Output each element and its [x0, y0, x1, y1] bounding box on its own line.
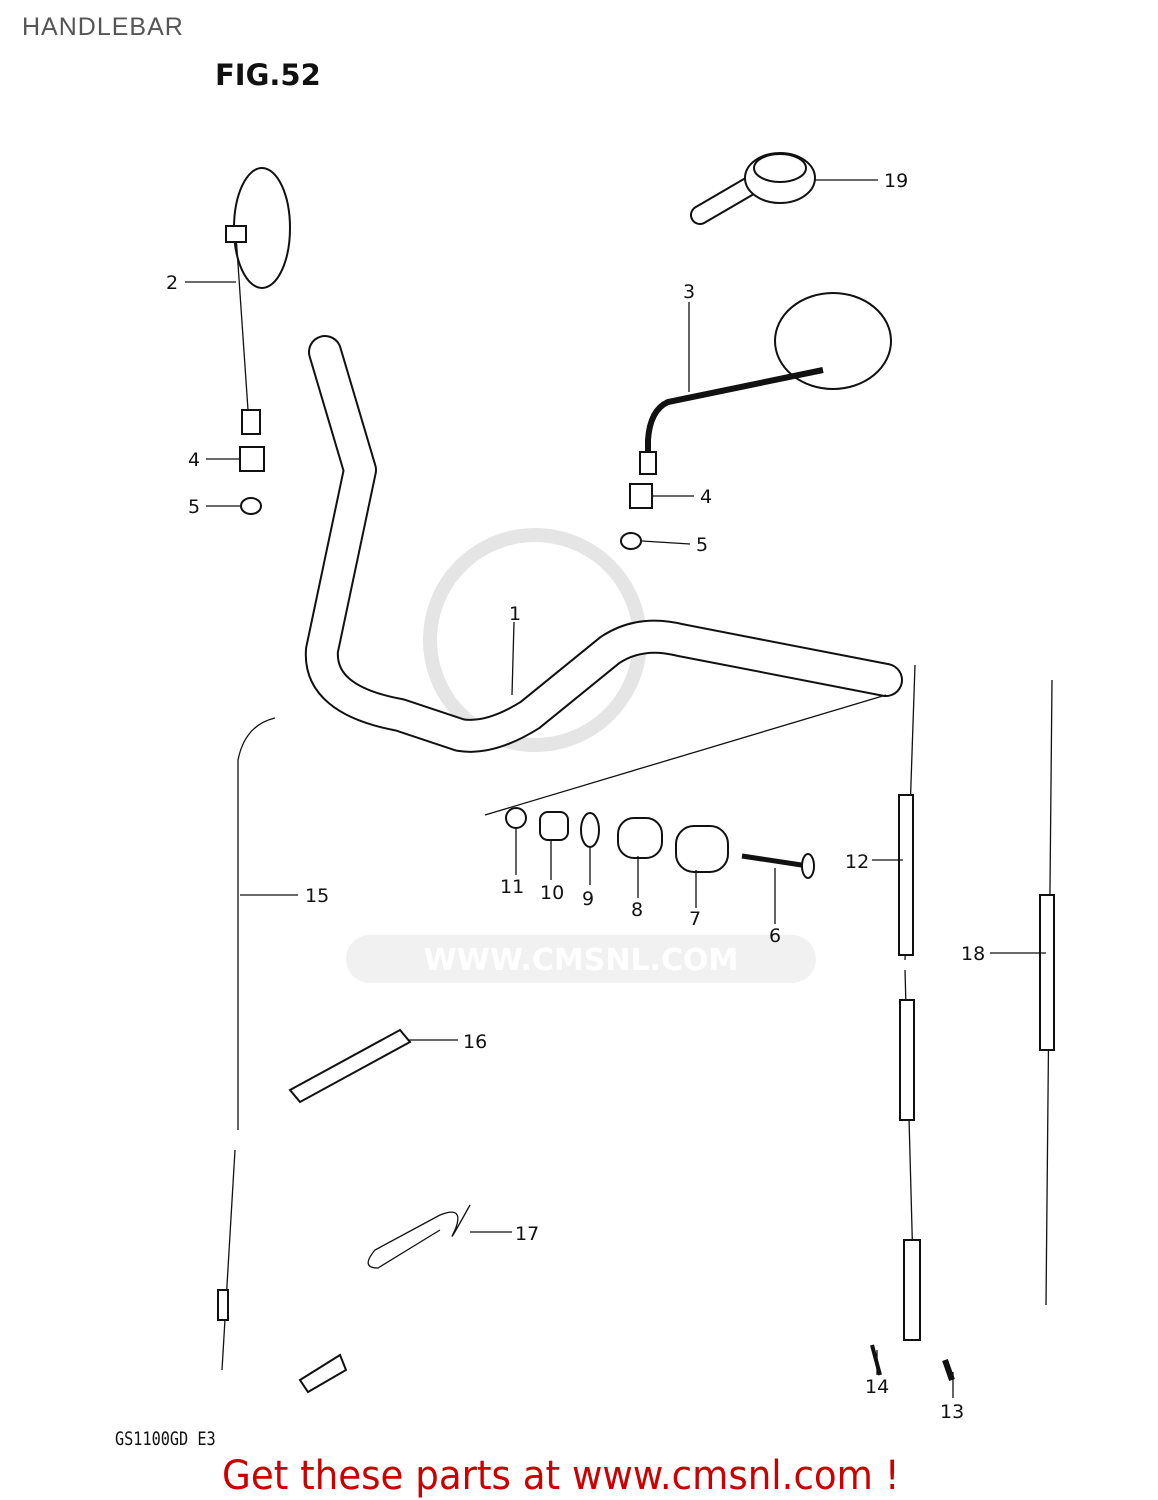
part-throttle-cable	[217, 717, 276, 1371]
callout-12: 12	[845, 851, 869, 873]
callout-15: 15	[305, 885, 329, 907]
callout-5-left: 5	[188, 496, 200, 518]
part-mirror-left	[225, 167, 291, 515]
part-mirror-right	[620, 292, 892, 550]
promo-link[interactable]: Get these parts at www.cmsnl.com !	[222, 1453, 900, 1499]
callout-13: 13	[940, 1401, 964, 1423]
model-code: GS1100GD E3	[115, 1428, 216, 1450]
callout-9: 9	[582, 888, 594, 910]
page-title: HANDLEBAR	[22, 13, 184, 41]
callout-7: 7	[689, 908, 701, 930]
callout-19: 19	[884, 170, 908, 192]
part-band	[288, 1028, 412, 1104]
callout-6: 6	[769, 925, 781, 947]
callouts: 1 2 3 4 5 4 5 6 7 8 9 10 11 12 13 14 15 …	[166, 170, 985, 1423]
watermark-text: WWW.CMSNL.COM	[424, 943, 739, 978]
callout-11: 11	[500, 876, 524, 898]
callout-1: 1	[509, 603, 521, 625]
part-cable-18	[1039, 679, 1055, 1306]
callout-17: 17	[515, 1223, 539, 1245]
callout-14: 14	[865, 1376, 889, 1398]
fwd-arrow-icon	[298, 1353, 348, 1394]
callout-4-left: 4	[188, 449, 200, 471]
figure-number: FIG.52	[215, 58, 321, 92]
callout-8: 8	[631, 899, 643, 921]
part-gauge	[690, 152, 816, 225]
part-clutch-cable	[898, 664, 921, 1341]
part-bolts	[870, 1344, 955, 1381]
part-spring	[367, 1204, 471, 1269]
watermark: WWW.CMSNL.COM	[346, 528, 816, 983]
callout-18: 18	[961, 943, 985, 965]
callout-5-right: 5	[696, 534, 708, 556]
callout-16: 16	[463, 1031, 487, 1053]
callout-3: 3	[683, 281, 695, 303]
callout-4-right: 4	[700, 486, 712, 508]
part-handlebar	[304, 335, 903, 816]
callout-2: 2	[166, 272, 178, 294]
callout-10: 10	[540, 882, 564, 904]
leader-lines	[185, 179, 1046, 1398]
part-bar-end-assembly	[505, 807, 815, 879]
